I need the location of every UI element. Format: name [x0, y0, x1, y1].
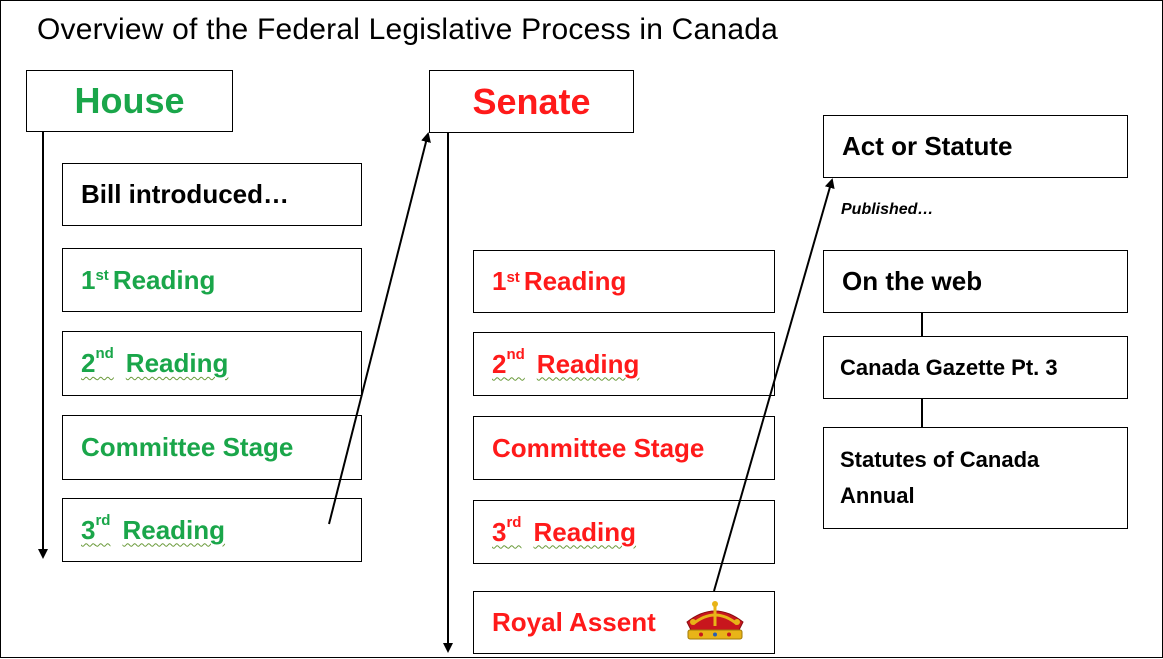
- outlet-label: On the web: [842, 266, 983, 296]
- senate-step-2nd-reading: 2nd Reading: [473, 332, 775, 396]
- senate-header: Senate: [429, 70, 634, 133]
- house-step-label: Reading: [125, 348, 229, 378]
- house-step-3rd-reading: 3rd Reading: [62, 498, 362, 562]
- house-label: House: [74, 80, 185, 121]
- senate-step-committee-stage: Committee Stage: [473, 416, 775, 480]
- house-step-number: 2: [81, 348, 96, 378]
- house-step-ordinal: rd: [95, 511, 111, 529]
- published-note: Published…: [841, 201, 934, 218]
- house-step-label: Committee Stage: [81, 432, 294, 462]
- house-step-ordinal: nd: [95, 345, 114, 363]
- senate-step-label: Royal Assent: [492, 607, 656, 637]
- house-to-senate-arrow: [328, 132, 431, 525]
- act-or-statute-label: Act or Statute: [842, 131, 1013, 161]
- outlet-on-the-web: On the web: [823, 250, 1128, 313]
- outlet-canada-gazette: Canada Gazette Pt. 3: [823, 336, 1128, 399]
- crown-icon: [686, 601, 744, 640]
- outlet-statutes-of-canada: Statutes of Canada Annual: [823, 427, 1128, 529]
- assent-to-act-arrow: [713, 178, 835, 592]
- house-header: House: [26, 70, 233, 132]
- senate-step-number: 1: [492, 266, 507, 296]
- senate-step-reading-group: 3rd Reading: [492, 513, 637, 548]
- house-step-label: Reading: [122, 514, 226, 545]
- senate-step-ordinal: nd: [506, 345, 525, 363]
- house-step-reading-group: 3rd Reading: [81, 511, 226, 546]
- house-step-label: Reading: [112, 264, 216, 295]
- senate-step-label: Reading: [523, 266, 627, 296]
- house-step-2nd-reading: 2nd Reading: [62, 331, 362, 396]
- senate-step-number: 3: [492, 516, 507, 547]
- senate-step-label: Committee Stage: [492, 432, 705, 463]
- outlet-label: Statutes of Canada Annual: [840, 447, 1040, 508]
- house-step-bill-introduced: Bill introduced…: [62, 163, 362, 226]
- senate-step-reading-group: 2nd Reading: [492, 345, 640, 380]
- outlet-label: Canada Gazette Pt. 3: [840, 354, 1058, 380]
- house-step-reading-group: 2nd Reading: [81, 345, 229, 379]
- act-or-statute-box: Act or Statute: [823, 115, 1128, 178]
- senate-label: Senate: [472, 80, 591, 122]
- senate-step-number: 2: [492, 348, 507, 379]
- senate-step-label: Reading: [536, 348, 640, 379]
- house-step-committee-stage: Committee Stage: [62, 415, 362, 480]
- house-step-number: 1: [81, 264, 96, 295]
- senate-step-label: Reading: [533, 516, 637, 547]
- house-step-number: 3: [81, 514, 96, 545]
- diagram-title: Overview of the Federal Legislative Proc…: [37, 13, 778, 46]
- house-step-label: Bill introduced…: [81, 179, 289, 209]
- senate-step-ordinal: rd: [506, 513, 522, 531]
